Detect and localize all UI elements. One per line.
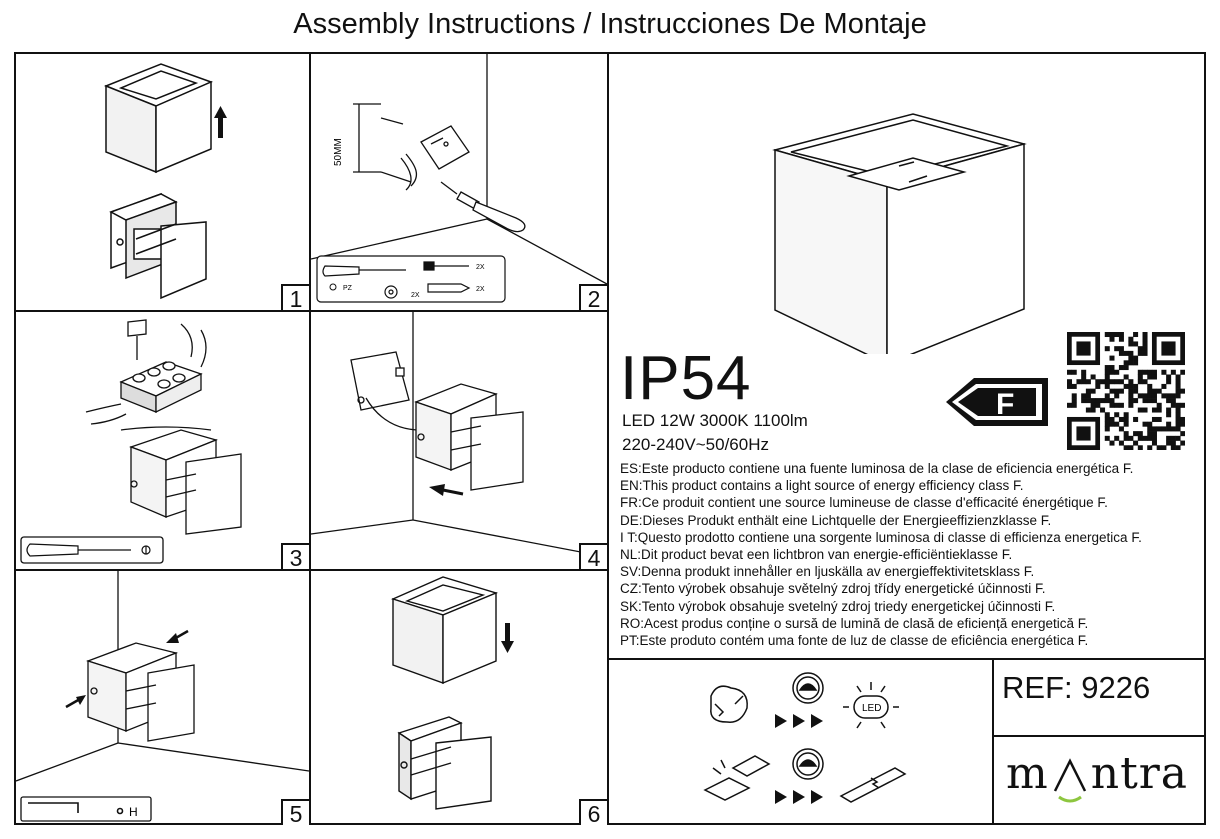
step-5-panel: H 5 (16, 571, 309, 825)
screwdriver-icon (26, 543, 151, 557)
quantity-label: 2X (476, 286, 485, 293)
step-number: 2 (579, 284, 607, 310)
divider (309, 52, 311, 825)
efficiency-statement: SK:Tento výrobok obsahuje svetelný zdroj… (620, 598, 1056, 614)
brand-a-mark (1049, 755, 1091, 803)
reference-number: REF: 9226 (1002, 670, 1151, 705)
divider (607, 658, 1206, 660)
step-number: 5 (281, 799, 309, 825)
step-6-panel: 6 (311, 571, 607, 825)
page-title: Assembly Instructions / Instrucciones De… (293, 8, 927, 40)
efficiency-statement: RO:Acest produs conține o sursă de lumin… (620, 615, 1089, 631)
recycle-led-icon (710, 685, 748, 723)
brand-name-right: ntra (1090, 748, 1189, 799)
spec-voltage: 220-240V~50/60Hz (622, 435, 769, 454)
efficiency-statement: CZ:Tento výrobek obsahuje světelný zdroj… (620, 581, 1046, 597)
efficiency-statement: I T:Questo prodotto contiene una sorgent… (620, 529, 1142, 545)
screwdriver-icon (322, 265, 406, 277)
qr-code-icon[interactable] (1067, 332, 1185, 450)
tool-label: H (129, 805, 138, 819)
brand-logo: m ntra (1006, 748, 1189, 803)
led-label: LED (862, 703, 881, 714)
arrow-down-icon (501, 623, 514, 653)
efficiency-statement: FR:Ce produit contient une source lumine… (620, 495, 1108, 511)
tool-label: PZ (343, 285, 353, 292)
brand-name-left: m (1006, 748, 1049, 799)
driver-icon (703, 755, 771, 801)
step-number: 4 (579, 543, 607, 569)
ip-rating: IP54 (620, 344, 752, 413)
product-illustration (609, 54, 1206, 354)
quantity-label: 2X (476, 264, 485, 271)
step-3-panel: 3 (16, 312, 309, 569)
efficiency-statements: ES:Este producto contiene una fuente lum… (620, 460, 1200, 649)
instruction-sheet (14, 52, 1206, 825)
hex-key-icon (28, 802, 124, 815)
efficiency-statement: DE:Dieses Produkt enthält eine Lichtquel… (620, 512, 1052, 528)
arrow-up-icon (214, 106, 227, 138)
service-icons: LED (609, 660, 992, 825)
step-2-panel: 50MM PZ 2X 2X 2X 2 (311, 54, 607, 310)
led-icon (843, 682, 899, 729)
divider (14, 569, 609, 571)
step-4-panel: 4 (311, 312, 607, 569)
divider (14, 310, 609, 312)
energy-arrow-icon: F (946, 378, 1048, 426)
driver-icon (839, 767, 907, 803)
spec-power: LED 12W 3000K 1100lm (622, 411, 808, 430)
technician-icon (792, 748, 824, 780)
parts-box (316, 255, 506, 303)
step-number: 1 (281, 284, 309, 310)
divider (607, 52, 609, 825)
efficiency-statement: SV:Denna produkt innehåller en ljuskälla… (620, 564, 1035, 580)
divider (992, 658, 994, 825)
dimension-label: 50MM (333, 138, 344, 166)
efficiency-statement: ES:Este producto contiene una fuente lum… (620, 461, 1134, 476)
technician-icon (792, 672, 824, 704)
step-number: 6 (579, 799, 607, 825)
step-1-panel: 1 (16, 54, 309, 310)
arrow-left-icon (429, 484, 464, 496)
step-number: 3 (281, 543, 309, 569)
energy-class-letter: F (996, 388, 1014, 421)
efficiency-statement: PT:Este produto contém uma fonte de luz … (620, 633, 1089, 649)
efficiency-statement: EN:This product contains a light source … (620, 478, 1024, 494)
efficiency-statement: NL:Dit product bevat een lichtbron van e… (620, 547, 1013, 563)
quantity-label: 2X (411, 292, 420, 299)
divider (992, 735, 1206, 737)
